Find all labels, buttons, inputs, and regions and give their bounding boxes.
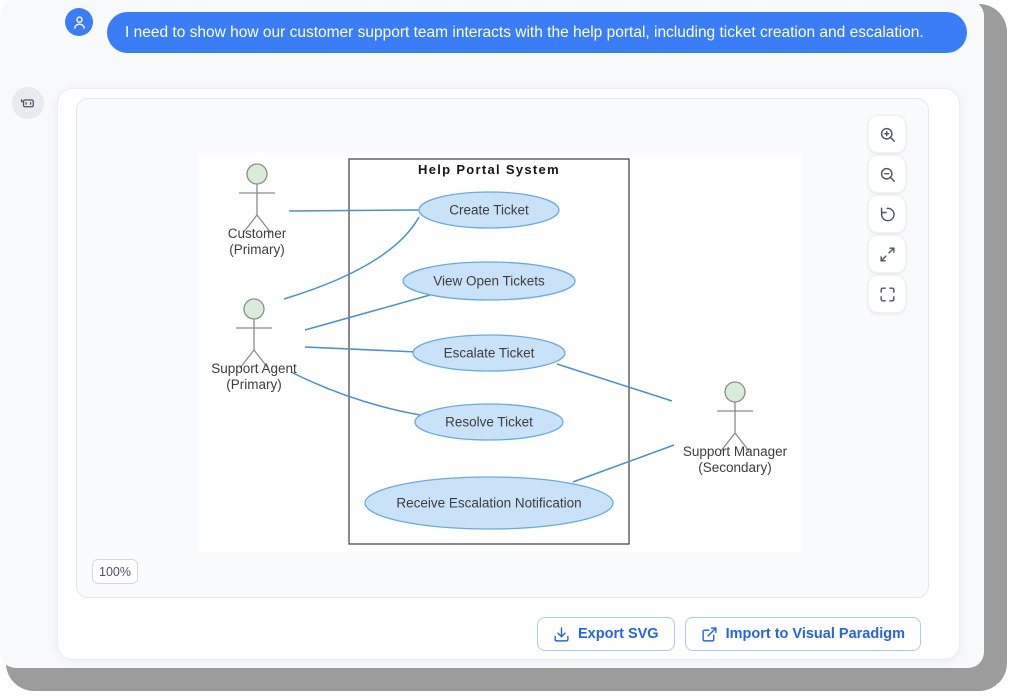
user-message-text: I need to show how our customer support … xyxy=(125,23,924,41)
actions-row: Export SVG Import to Visual Paradigm xyxy=(537,617,921,651)
fit-view-button[interactable] xyxy=(868,275,906,313)
actor-head xyxy=(724,381,746,403)
user-message-bubble: I need to show how our customer support … xyxy=(107,12,967,53)
usecase-label-receive-escalation-notification: Receive Escalation Notification xyxy=(396,496,581,511)
expand-icon xyxy=(879,246,895,262)
download-icon xyxy=(554,626,569,642)
import-visual-paradigm-label: Import to Visual Paradigm xyxy=(725,626,905,642)
expand-button[interactable] xyxy=(868,235,906,273)
usecase-escalate-ticket xyxy=(412,334,566,372)
actor-name: Support Agent xyxy=(211,361,297,376)
external-link-icon xyxy=(701,626,717,642)
actor-head xyxy=(246,163,268,185)
actor-name: Customer xyxy=(228,226,287,241)
association-support-agent-resolve-ticket xyxy=(290,371,421,416)
actor-stereotype: (Primary) xyxy=(226,377,282,392)
zoom-level-text: 100% xyxy=(99,564,131,579)
actor-customer: Customer(Primary) xyxy=(228,163,287,257)
actor-stereotype: (Secondary) xyxy=(698,460,772,475)
association-support-agent-create-ticket xyxy=(283,216,420,300)
export-svg-label: Export SVG xyxy=(578,626,659,642)
association-escalate-ticket-support-manager xyxy=(556,363,673,402)
association-customer-create-ticket xyxy=(288,209,420,212)
association-receive-escalation-notification-support-manager xyxy=(572,444,675,483)
import-visual-paradigm-button[interactable]: Import to Visual Paradigm xyxy=(684,617,921,651)
usecase-label-create-ticket: Create Ticket xyxy=(449,203,529,218)
actor-stereotype: (Primary) xyxy=(229,242,285,257)
zoom-in-button[interactable] xyxy=(868,115,906,153)
usecase-label-resolve-ticket: Resolve Ticket xyxy=(445,415,533,430)
association-support-agent-view-open-tickets xyxy=(304,294,431,331)
user-avatar xyxy=(65,8,93,36)
usecase-view-open-tickets xyxy=(402,261,576,301)
app-window: I need to show how our customer support … xyxy=(12,8,967,660)
usecase-create-ticket xyxy=(418,191,560,229)
usecase-resolve-ticket xyxy=(414,403,564,441)
reset-view-button[interactable] xyxy=(868,195,906,233)
robot-icon xyxy=(20,98,34,108)
association-support-agent-escalate-ticket xyxy=(304,346,418,353)
actor-support-manager: Support Manager(Secondary) xyxy=(683,381,788,475)
zoom-in-icon xyxy=(880,127,895,142)
usecase-label-escalate-ticket: Escalate Ticket xyxy=(444,346,535,361)
actor-name: Support Manager xyxy=(683,444,788,459)
zoom-out-button[interactable] xyxy=(868,155,906,193)
system-title: Help Portal System xyxy=(418,162,560,177)
actor-support-agent: Support Agent(Primary) xyxy=(211,298,297,392)
zoom-level-badge[interactable]: 100% xyxy=(92,559,138,584)
export-svg-button[interactable]: Export SVG xyxy=(537,617,675,651)
usecase-label-view-open-tickets: View Open Tickets xyxy=(433,274,545,289)
canvas-controls xyxy=(868,115,906,313)
usecase-receive-escalation-notification xyxy=(364,476,614,530)
fit-view-icon xyxy=(879,286,895,302)
reset-rotate-icon xyxy=(880,206,895,221)
bot-avatar xyxy=(12,87,44,119)
actor-head xyxy=(243,298,265,320)
zoom-out-icon xyxy=(880,167,895,182)
user-icon xyxy=(73,15,85,29)
